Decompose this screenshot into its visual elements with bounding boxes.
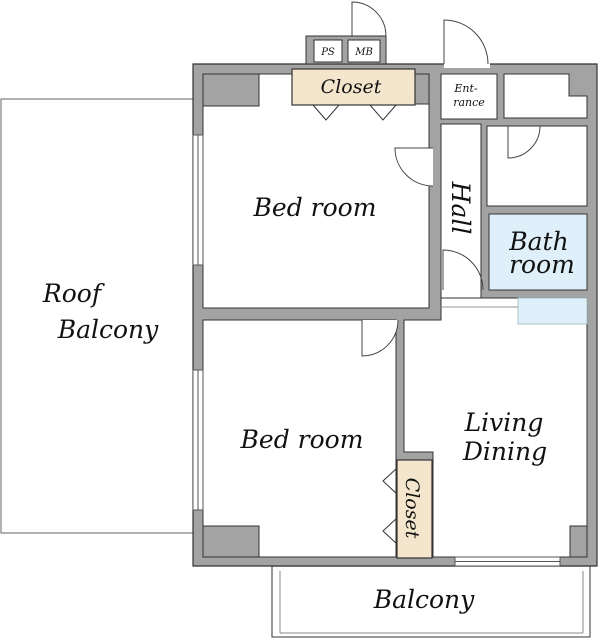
bath-label-1: Bath [508, 227, 568, 256]
window-west-bottom [192, 369, 204, 511]
entrance-floor [440, 73, 498, 120]
entrance-label-2: rance [453, 96, 485, 109]
hall-door [442, 249, 484, 291]
roof-balcony-area [0, 98, 194, 534]
storage-floor [503, 73, 588, 119]
bedroom-top-door [394, 147, 434, 187]
living-label-1: Living [464, 408, 544, 437]
roof-balcony-label-2: Balcony [57, 315, 159, 344]
bath-label-2: room [509, 250, 575, 279]
mb-label: MB [354, 47, 373, 58]
window-living [454, 556, 561, 567]
column [569, 525, 588, 558]
closet-door [382, 517, 398, 545]
mb-box [347, 39, 381, 63]
closet-door [312, 104, 340, 121]
bath-floor [488, 213, 588, 291]
balcony-label: Balcony [373, 585, 475, 614]
column [414, 73, 430, 105]
bedroom-bottom-floor [202, 319, 397, 558]
balcony-area [271, 565, 591, 638]
entrance-door-swing [443, 19, 489, 65]
hall-floor [440, 123, 482, 319]
bedroom-bottom-door [361, 319, 399, 357]
closet-door [369, 104, 397, 121]
closet-top-label: Closet [321, 76, 382, 98]
closet-top [291, 68, 416, 106]
column [202, 525, 260, 558]
column [202, 73, 260, 107]
living-label-2: Dining [462, 437, 547, 466]
mb-door-swing [351, 1, 387, 37]
washroom-floor [486, 125, 588, 207]
kitchen-tile [517, 297, 588, 325]
entrance-label-1: Ent- [453, 82, 478, 95]
closet-side [396, 459, 433, 559]
window-west-top [192, 134, 204, 266]
entrance-door-gap [444, 58, 490, 68]
ps-label: PS [320, 47, 335, 58]
bedroom-bottom-label: Bed room [240, 425, 364, 454]
closet-side-label: Closet [401, 478, 423, 539]
washroom-door [507, 125, 541, 159]
ps-box [313, 39, 343, 63]
roof-balcony-label-1: Roof [42, 279, 105, 308]
closet-door [382, 467, 398, 495]
bedroom-top-label: Bed room [253, 193, 377, 222]
hall-label: Hall [446, 181, 475, 235]
